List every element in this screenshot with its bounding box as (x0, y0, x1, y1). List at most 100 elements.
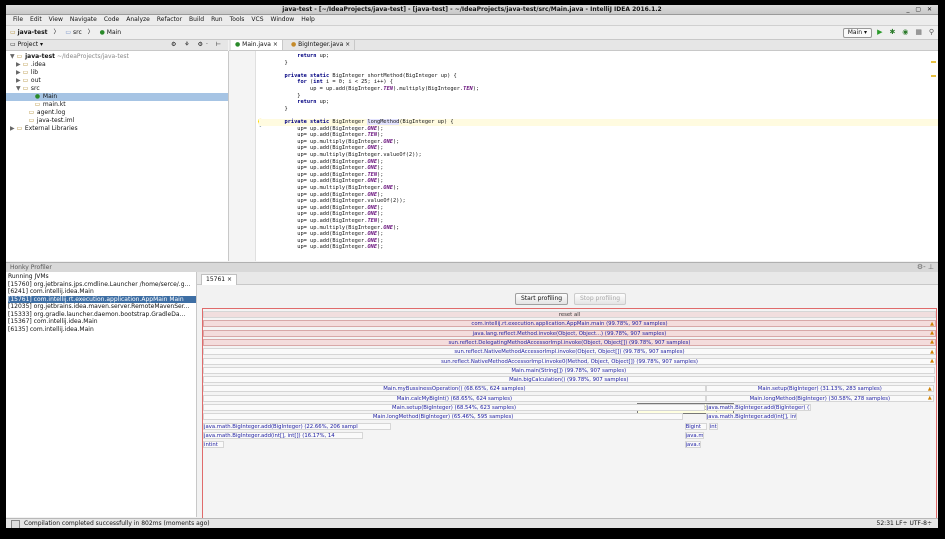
project-panel-icons[interactable]: ⚙ ⚘ ⚙· ⊢ (171, 41, 224, 48)
menu-analyze[interactable]: Analyze (126, 16, 150, 23)
run-icon[interactable]: ▶ (877, 28, 883, 36)
tab-jvm-15761[interactable]: 15761 × (201, 274, 238, 285)
code-line[interactable]: } (259, 105, 288, 112)
flame-frame[interactable]: Main.bigCalculation() (99.78%, 907 sampl… (203, 376, 935, 384)
code-line[interactable]: up= up.add(BigInteger.ONE); (259, 125, 384, 132)
start-profiling-button[interactable]: Start profiling (515, 293, 569, 305)
tree-item[interactable]: ▭ agent.log (6, 109, 228, 117)
code-line[interactable]: up= up.add(BigInteger.TEN); (259, 218, 384, 224)
flame-frame[interactable]: sun.reflect.NativeMethodAccessorImpl.inv… (203, 348, 936, 356)
code-line[interactable]: up= up.add(BigInteger.ONE); (259, 211, 384, 218)
editor-gutter[interactable] (229, 51, 256, 261)
flame-frame[interactable]: int (708, 422, 718, 430)
tree-item[interactable]: ● Main (6, 93, 228, 101)
scrollbar-marker[interactable] (931, 61, 936, 63)
code-line[interactable]: up= up.add(BigInteger.TEN); (259, 171, 384, 178)
jvm-item[interactable]: [15761] com.intellij.rt.execution.applic… (8, 295, 196, 303)
flame-frame[interactable]: Main.setup(BigInteger) (68.54%, 623 samp… (203, 404, 706, 411)
flame-frame[interactable]: java.math.BigInteger.add(int[], int[]) (… (203, 431, 363, 439)
flame-frame[interactable]: Main.main(String[]) (99.78%, 907 samples… (203, 366, 935, 374)
code-line[interactable]: up= up.add(BigInteger.ONE); (259, 244, 384, 251)
code-line[interactable]: up= up.add(BigInteger.ONE); (259, 145, 384, 152)
tree-item[interactable]: ▶▭ out (6, 77, 228, 85)
flame-frame[interactable]: Main.myBussinessOperation() (68.65%, 624… (203, 385, 706, 393)
window-controls[interactable]: _ ▢ ✕ (906, 6, 934, 13)
code-line[interactable]: up = up.add(BigInteger.TEN).multiply(Big… (259, 86, 480, 92)
flame-frame[interactable]: Bigint (684, 422, 707, 430)
scrollbar-marker[interactable] (931, 75, 936, 77)
expand-arrow-icon[interactable]: ▶ (10, 125, 15, 132)
code-line[interactable]: up= up.add(BigInteger.valueOf(2)); (259, 198, 406, 205)
menu-navigate[interactable]: Navigate (69, 16, 97, 23)
flame-frame[interactable]: java.math.BigInteger.add(int[], int[]) ( (705, 413, 798, 421)
code-editor[interactable]: 💡 return up; } private static BigInteger… (229, 51, 938, 261)
expand-arrow-icon[interactable]: ▶ (16, 77, 21, 84)
tab-biginteger-java[interactable]: ● BigInteger.java × (287, 40, 356, 50)
coverage-icon[interactable]: ◉ (902, 28, 909, 36)
menu-file[interactable]: File (13, 16, 24, 23)
code-line[interactable]: } (259, 59, 288, 66)
flame-frame[interactable]: Main.setup(BigInteger) (31.13%, 283 samp… (705, 385, 934, 393)
flame-frame[interactable]: java.m (684, 431, 704, 439)
flame-frame[interactable]: java.m (684, 441, 701, 449)
menu-vcs[interactable]: VCS (251, 16, 264, 23)
stop-profiling-button[interactable]: Stop profiling (574, 293, 627, 305)
status-toggle-icon[interactable] (11, 520, 20, 528)
menu-view[interactable]: View (48, 16, 63, 23)
code-line[interactable]: private static BigInteger longMethod(Big… (259, 119, 938, 126)
code-line[interactable]: up= up.add(BigInteger.ONE); (259, 204, 384, 211)
code-line[interactable]: up= up.add(BigInteger.ONE); (259, 231, 384, 238)
flame-frame[interactable]: com.intellij.rt.execution.application.Ap… (203, 320, 936, 328)
breadcrumb-project[interactable]: ▭ java-test (10, 29, 48, 36)
flame-frame[interactable]: Main.longMethod(BigInteger) (65.46%, 595… (203, 413, 684, 421)
tree-item[interactable]: ▼▭ src (6, 85, 228, 93)
code-line[interactable]: up= up.multiply(BigInteger.ONE); (259, 138, 400, 145)
project-view-select[interactable]: ▭ Project ▾ (10, 41, 44, 48)
flame-frame[interactable]: sun.reflect.DelegatingMethodAccessorImpl… (203, 338, 936, 346)
jvm-item[interactable]: [6135] com.intellij.idea.Main (8, 325, 94, 333)
breadcrumb-src[interactable]: ▭ src (65, 29, 82, 36)
code-line[interactable]: up= up.add(BigInteger.ONE); (259, 165, 384, 172)
code-line[interactable]: } (259, 92, 301, 99)
menu-build[interactable]: Build (189, 16, 205, 23)
flame-frame[interactable]: java.math.BigInteger.add(BigInteger) (22… (203, 422, 391, 430)
flame-frame[interactable]: java.lang.reflect.Method.invoke(Object, … (203, 329, 936, 337)
search-icon[interactable]: ⚲ (928, 28, 934, 36)
code-line[interactable]: up= up.multiply(BigInteger.ONE); (259, 185, 400, 191)
code-line[interactable]: up= up.add(BigInteger.ONE); (259, 178, 384, 185)
jvm-item[interactable]: [15333] org.gradle.launcher.daemon.boots… (8, 310, 186, 318)
flame-frame[interactable]: sun.reflect.NativeMethodAccessorImpl.inv… (203, 357, 936, 365)
flame-frame[interactable]: Main.calcMyBigInt() (68.65%, 624 samples… (203, 394, 706, 402)
code-line[interactable]: up= up.add(BigInteger.ONE); (259, 158, 384, 165)
code-line[interactable]: up= up.add(BigInteger.ONE); (259, 191, 384, 198)
code-line[interactable]: up= up.multiply(BigInteger.valueOf(2)); (259, 152, 422, 158)
settings-icon[interactable]: ⚙- ⊥ (916, 263, 934, 271)
menu-edit[interactable]: Edit (30, 16, 42, 23)
code-line[interactable]: private static BigInteger shortMethod(Bi… (284, 72, 457, 79)
flame-frame[interactable]: Main.longMethod(BigInteger) (30.58%, 278… (705, 394, 934, 402)
jvm-item[interactable]: [15367] com.intellij.idea.Main (8, 318, 98, 325)
menu-window[interactable]: Window (270, 16, 295, 23)
code-line[interactable]: return up; (297, 53, 330, 59)
code-line[interactable]: for (int i = 0; i < 25; i++) { (297, 79, 393, 86)
jvm-item[interactable]: [6241] com.intellij.idea.Main (8, 288, 94, 295)
code-line[interactable]: return up; (297, 99, 330, 106)
tree-item[interactable]: ▶▭ External Libraries (6, 125, 228, 133)
close-icon[interactable]: × (343, 41, 351, 48)
jvm-item[interactable]: [15760] org.jetbrains.jps.cmdline.Launch… (8, 280, 191, 288)
expand-arrow-icon[interactable]: ▼ (10, 53, 15, 60)
menu-tools[interactable]: Tools (229, 16, 245, 23)
menu-refactor[interactable]: Refactor (156, 16, 183, 23)
jvm-item[interactable]: [12035] org.jetbrains.idea.maven.server.… (8, 303, 190, 310)
code-line[interactable]: up= up.multiply(BigInteger.ONE); (259, 224, 400, 231)
tree-item[interactable]: ▭ main.kt (6, 101, 228, 109)
expand-arrow-icon[interactable]: ▼ (16, 85, 21, 92)
flame-frame[interactable]: java.math.BigInteger.add(BigInteger) (11… (705, 404, 811, 411)
tab-main-java[interactable]: ● Main.java × (231, 40, 283, 50)
tree-item[interactable]: ▶▭ lib (6, 69, 228, 77)
menu-code[interactable]: Code (103, 16, 120, 23)
close-icon[interactable]: × (270, 41, 278, 48)
breadcrumb-file[interactable]: ● Main (99, 29, 122, 36)
flame-frame[interactable]: reset all (203, 311, 936, 318)
debug-icon[interactable]: ✱ (889, 28, 896, 36)
